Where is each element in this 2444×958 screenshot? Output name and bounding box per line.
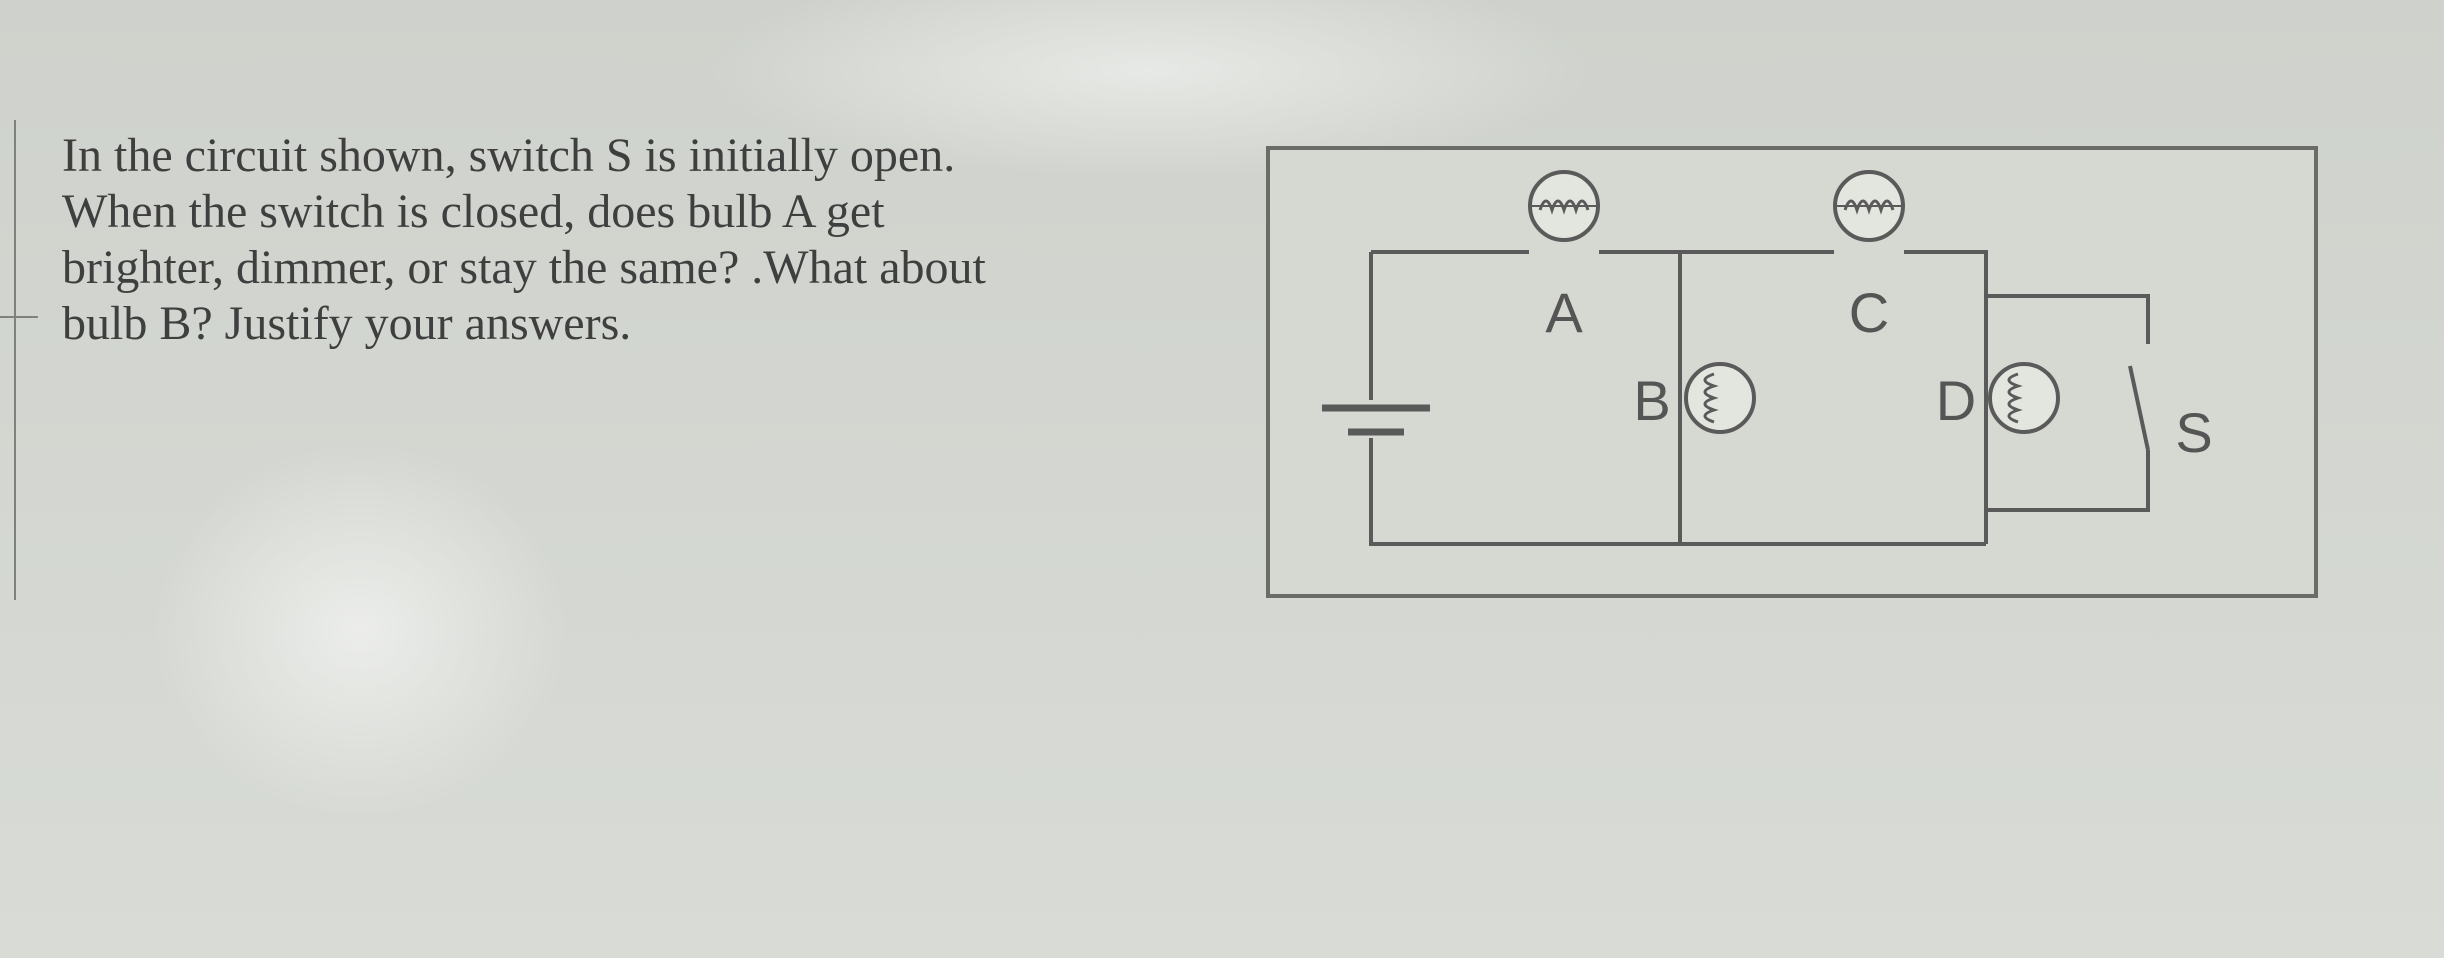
bulb-b-icon bbox=[1684, 362, 1756, 434]
bulb-c-label: C bbox=[1849, 281, 1889, 344]
bulb-c-icon bbox=[1833, 170, 1905, 242]
margin-tick bbox=[0, 316, 38, 318]
question-line-1: In the circuit shown, switch S is initia… bbox=[62, 129, 956, 182]
switch-icon bbox=[2128, 365, 2150, 451]
question-text: In the circuit shown, switch S is initia… bbox=[62, 128, 1202, 352]
battery-icon bbox=[1322, 404, 1430, 436]
margin-line bbox=[14, 120, 16, 600]
bulb-d-icon bbox=[1988, 362, 2060, 434]
bulb-a-icon bbox=[1528, 170, 1600, 242]
wire-branch-d-bottom bbox=[1986, 450, 2150, 512]
wire-branch-d-top bbox=[1986, 294, 2150, 344]
wire-top-right bbox=[1904, 250, 1988, 544]
bulb-d-label: D bbox=[1936, 369, 1976, 432]
question-line-3: brighter, dimmer, or stay the same? .Wha… bbox=[62, 241, 986, 294]
bulb-a-label: A bbox=[1545, 281, 1583, 344]
photo-glare bbox=[150, 440, 570, 820]
diagram-frame bbox=[1266, 146, 2318, 598]
switch-label: S bbox=[2175, 401, 2212, 464]
bulb-b-label: B bbox=[1633, 369, 1670, 432]
question-line-2: When the switch is closed, does bulb A g… bbox=[62, 185, 885, 238]
question-line-4: bulb B? Justify your answers. bbox=[62, 297, 632, 350]
wire-left-bottom bbox=[1369, 438, 1986, 546]
circuit-diagram: A C B D S bbox=[1266, 146, 2318, 598]
